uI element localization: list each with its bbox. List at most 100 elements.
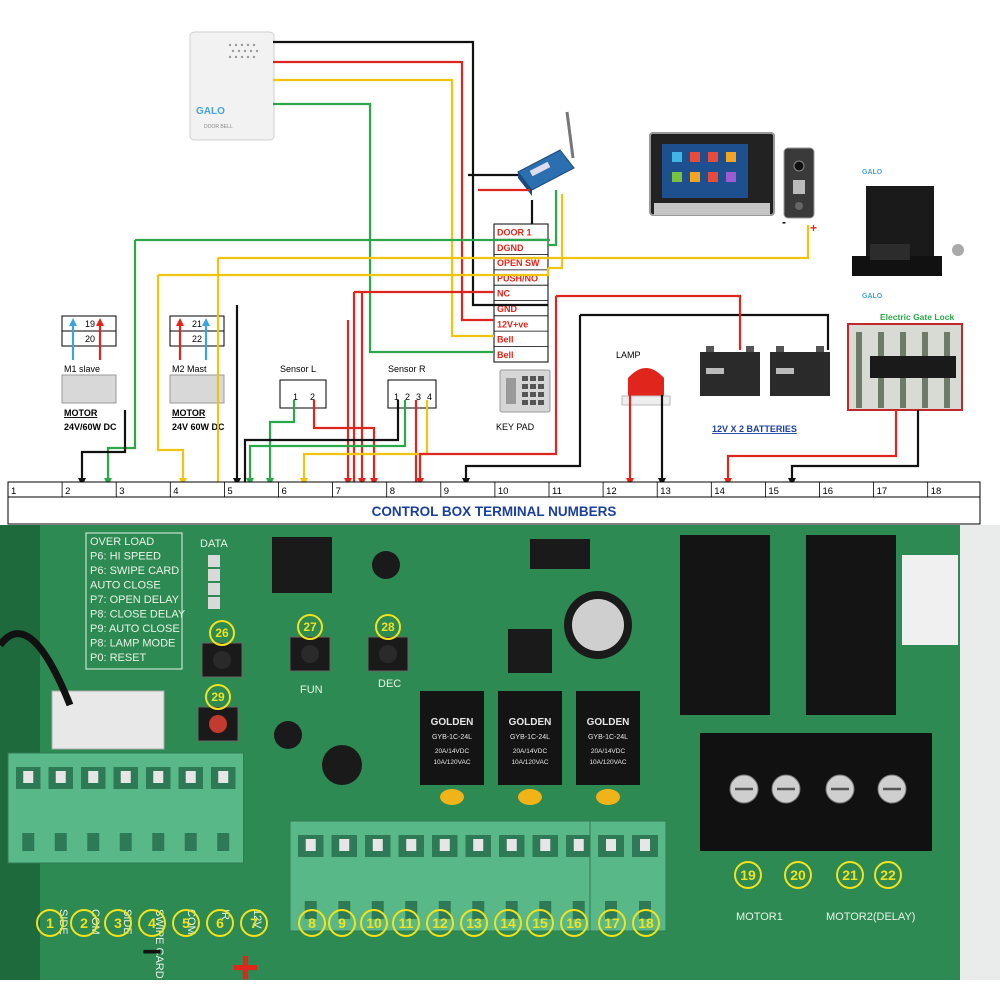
wire [156, 275, 185, 484]
wire [726, 410, 898, 484]
relay-model: GYB-1C-24L [510, 734, 550, 741]
wire [273, 60, 494, 322]
strip-terminal-number: 8 [390, 486, 395, 497]
motor-master-pin-22: 22 [192, 334, 202, 344]
terminal-badge [392, 909, 420, 937]
wire [273, 40, 548, 307]
wire [548, 190, 558, 247]
bottom-silk-label: SWIPE CARD [153, 909, 165, 979]
motor-master-name: M2 Mast [172, 364, 207, 374]
driver-ic [508, 629, 552, 673]
wire [273, 78, 494, 338]
panel-terminal-label: Bell [497, 335, 514, 345]
terminal-badge-number: 14 [500, 915, 516, 931]
terminal-badge-number: 11 [399, 915, 414, 931]
motor2-label: MOTOR2(DELAY) [826, 911, 915, 923]
wire [790, 410, 920, 484]
strip-terminal-number: 4 [173, 486, 178, 497]
button-number: 29 [211, 690, 225, 704]
silk-data-label: DATA [200, 538, 228, 550]
terminal-badge-number: 12 [432, 915, 448, 931]
terminal-badge [36, 909, 64, 937]
sensor-l: Sensor L 1 2 [279, 364, 327, 409]
motor-terminal-number: 19 [740, 867, 756, 883]
terminal-badge [298, 909, 326, 937]
indoor-monitor [649, 132, 775, 216]
button-number: 27 [303, 620, 317, 634]
relays: GOLDENGYB-1C-24L20A/14VDC10A/120VACGOLDE… [420, 691, 640, 805]
small-ic [530, 539, 590, 569]
antenna-wire [0, 630, 74, 707]
sensor-r-name: Sensor R [388, 364, 426, 374]
strip-terminal-number: 1 [11, 486, 16, 497]
terminal-badge-number: 15 [532, 915, 548, 931]
strip-terminal-number: 14 [714, 486, 725, 497]
terminal-badge-number: 10 [366, 915, 382, 931]
wire [80, 410, 127, 484]
wire [464, 315, 582, 484]
panel-terminal-label: DOOR 1 [497, 228, 532, 238]
relay-rating: 10A/120VAC [511, 759, 548, 766]
motor-terminal-number: 20 [790, 867, 806, 883]
strip-terminal-number: 15 [768, 486, 779, 497]
silk-menu-item: P6: HI SPEED [90, 551, 161, 563]
panel-terminal-label: Bell [497, 350, 514, 360]
sensor-l-pin-2: 2 [310, 392, 315, 402]
wire [273, 102, 494, 354]
motor-terminal-badge [874, 861, 902, 889]
keypad-label: KEY PAD [496, 422, 535, 432]
doorbell-grille [228, 43, 259, 59]
intercom-plus: + [810, 221, 817, 235]
wire-arrow [96, 318, 104, 326]
relay [420, 691, 484, 785]
motor-terminal-number: 21 [842, 867, 858, 883]
relay [576, 691, 640, 785]
doorbell-label: DOOR BELL [204, 124, 233, 130]
terminal-badge [172, 909, 200, 937]
door-station-camera: - + [782, 147, 817, 235]
polarity-plus: + [232, 941, 259, 993]
wire [218, 225, 810, 260]
strip-terminal-number: 3 [119, 486, 124, 497]
relay-rating: 10A/120VAC [433, 759, 470, 766]
keypad: KEY PAD [496, 369, 551, 432]
terminal-badge-number: 5 [182, 915, 190, 931]
wire-arrow [69, 318, 77, 326]
strip-terminal-number: 18 [931, 486, 942, 497]
terminal-badge-number: 18 [638, 915, 654, 931]
terminal-badge [70, 909, 98, 937]
batteries: 12V X 2 BATTERIES [700, 346, 830, 434]
sensor-l-pin-1: 1 [293, 392, 298, 402]
terminal-badge [138, 909, 166, 937]
intercom-minus: - [782, 215, 786, 229]
gate-lock-photo: Electric Gate Lock [847, 312, 963, 411]
terminal-badge [526, 909, 554, 937]
sensor-r-pin-1: 1 [394, 392, 399, 402]
inductor [322, 745, 362, 785]
terminal-badge [104, 909, 132, 937]
bottom-silk-label: COM [185, 909, 197, 935]
panel-terminal-label: DGND [497, 243, 524, 253]
batteries-label: 12V X 2 BATTERIES [712, 424, 797, 434]
silk-menu-item: P7: OPEN DELAY [90, 594, 180, 606]
doorbell-brand: GALO [196, 106, 225, 117]
bottom-silk-label: IR [219, 909, 231, 920]
small-capacitor [372, 551, 400, 579]
terminal-badge-number: 3 [114, 915, 122, 931]
motor-relay-1 [680, 535, 770, 715]
data-header [208, 555, 220, 609]
motor-slave-pin-19: 19 [85, 319, 95, 329]
gsm-relay-module [517, 111, 575, 196]
strip-terminal-number: 9 [444, 486, 449, 497]
motor-terminal-number: 22 [880, 867, 896, 883]
relay-rating: 20A/14VDC [591, 748, 626, 755]
strip-terminal-number: 6 [282, 486, 287, 497]
motor-terminal-badge [734, 861, 762, 889]
strip-terminal-number: 7 [336, 486, 341, 497]
terminal-badge-number: 8 [308, 915, 316, 931]
panel-terminal-label: PUSH/NO [497, 273, 538, 283]
